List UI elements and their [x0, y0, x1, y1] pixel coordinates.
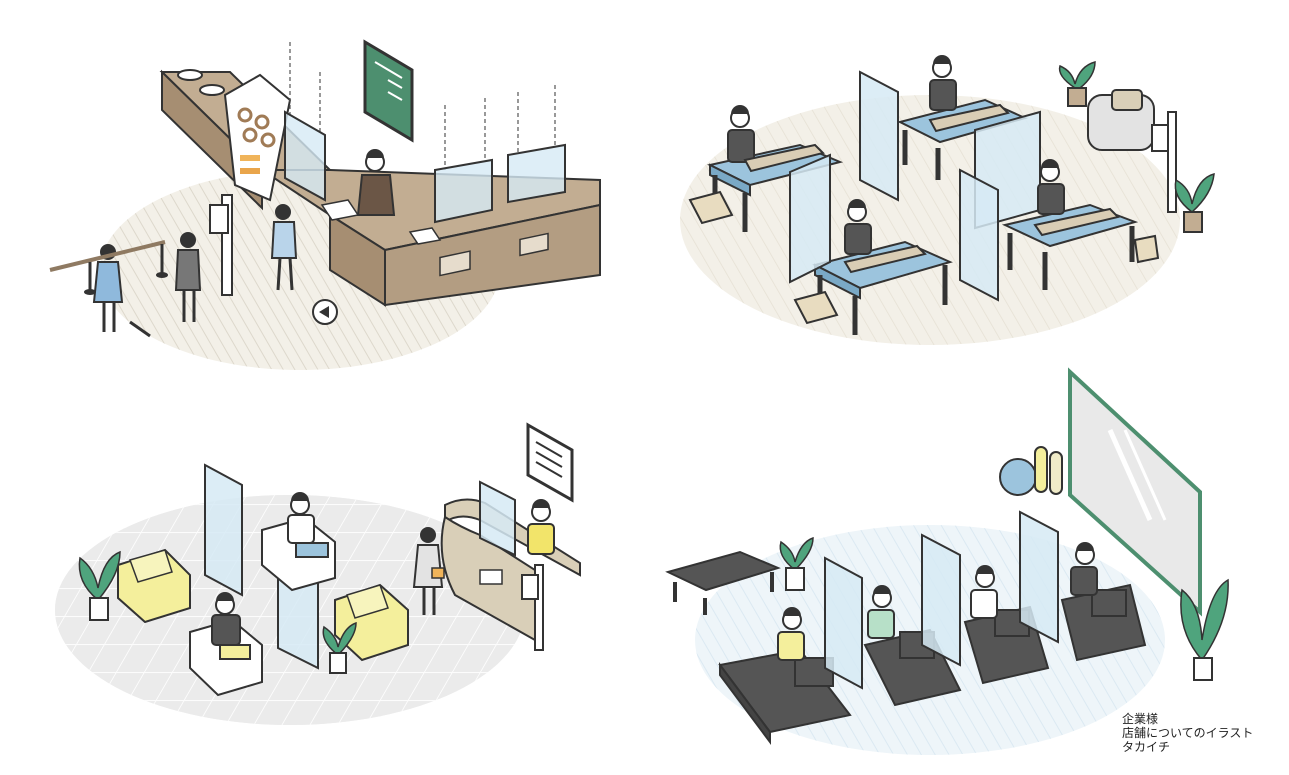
lounge-chair	[1087, 89, 1155, 151]
client-figure	[928, 103, 1010, 133]
acrylic-partition	[507, 143, 566, 204]
queue-rope	[49, 240, 166, 272]
therapist-figure	[929, 55, 957, 111]
counter-panel-1	[439, 250, 471, 277]
runner-figure	[867, 585, 895, 639]
therapist-figure	[727, 105, 755, 163]
runner-figure	[970, 565, 998, 619]
acrylic-partition	[921, 533, 961, 667]
sanitizer-stand	[221, 194, 233, 296]
potted-plant	[779, 536, 814, 591]
sanitizer-stand	[1167, 111, 1177, 213]
gym-scene	[665, 367, 1229, 755]
seated-person	[287, 492, 329, 558]
client-figure	[843, 244, 927, 274]
acrylic-partition	[859, 70, 899, 202]
credit-line-1: 企業様	[1122, 712, 1159, 726]
counter-front-right	[384, 203, 601, 307]
therapist-figure	[844, 199, 872, 255]
acrylic-partition	[789, 153, 831, 284]
customer-figure	[270, 204, 298, 291]
therapist-figure	[1037, 159, 1065, 215]
yoga-mat	[1049, 451, 1063, 495]
cup-icon	[177, 69, 203, 81]
basket	[688, 190, 734, 225]
counter-panel-2	[519, 232, 549, 257]
client-figure	[1033, 207, 1120, 237]
barista-figure	[356, 149, 396, 216]
sanitizer-stand	[534, 564, 544, 651]
massage-room-scene	[680, 55, 1215, 345]
tablet-icon	[408, 227, 442, 245]
credit-line-3: タカイチ	[1122, 740, 1171, 754]
waiting-lobby-scene	[55, 422, 581, 725]
credit-caption: 企業様 店舗についてのイラスト タカイチ	[1122, 712, 1253, 754]
yoga-ball	[999, 458, 1037, 496]
bench	[665, 550, 781, 592]
tablet-icon	[320, 199, 360, 221]
acrylic-partition	[434, 158, 493, 224]
customer-figure	[412, 527, 445, 615]
yoga-mat	[1034, 446, 1048, 493]
menu-board	[363, 39, 414, 143]
credit-line-2: 店舗についてのイラスト	[1122, 726, 1254, 740]
potted-plant	[1058, 61, 1096, 107]
notice-board	[526, 422, 574, 503]
treadmill	[1060, 583, 1147, 662]
runner-figure	[777, 607, 805, 661]
basket	[793, 290, 839, 325]
potted-plant	[1180, 578, 1229, 681]
acrylic-partition	[959, 168, 999, 302]
customer-figure	[174, 232, 202, 322]
yellow-sofa	[117, 548, 191, 624]
acrylic-partition	[1019, 510, 1059, 644]
receptionist-figure	[527, 499, 555, 555]
yellow-sofa	[334, 583, 409, 662]
runner-figure	[1070, 542, 1098, 596]
acrylic-partition	[204, 463, 243, 597]
client-figure	[743, 143, 825, 173]
potted-plant	[322, 621, 357, 674]
acrylic-partition	[479, 480, 516, 557]
potted-plant	[78, 550, 121, 621]
potted-plant	[1174, 173, 1215, 233]
seated-person	[211, 592, 251, 660]
basket	[1133, 234, 1160, 264]
cup-icon	[199, 84, 225, 96]
cafe-counter-scene	[49, 39, 601, 370]
acrylic-partition	[284, 110, 326, 202]
acrylic-partition	[824, 556, 863, 690]
